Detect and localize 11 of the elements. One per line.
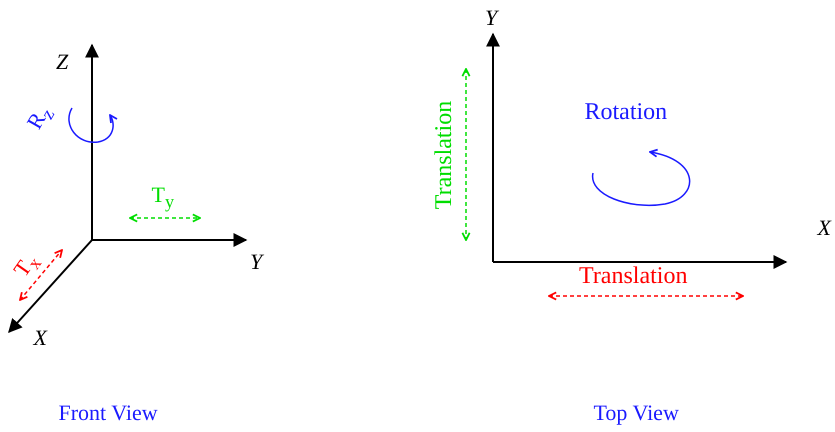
- symbol-label: T$_{y}$: [152, 184, 174, 210]
- axis-label: Y: [485, 7, 498, 29]
- axis-label: X: [818, 217, 831, 239]
- symbol-label: Rotation: [584, 100, 668, 124]
- axis-label: Z: [56, 51, 68, 73]
- axis-label: Y: [250, 251, 262, 273]
- caption: Front View: [58, 402, 158, 424]
- symbol-label: Translation: [432, 100, 456, 210]
- symbol-label: Translation: [579, 264, 688, 288]
- axis-label: X: [34, 327, 47, 349]
- caption: Top View: [594, 402, 679, 424]
